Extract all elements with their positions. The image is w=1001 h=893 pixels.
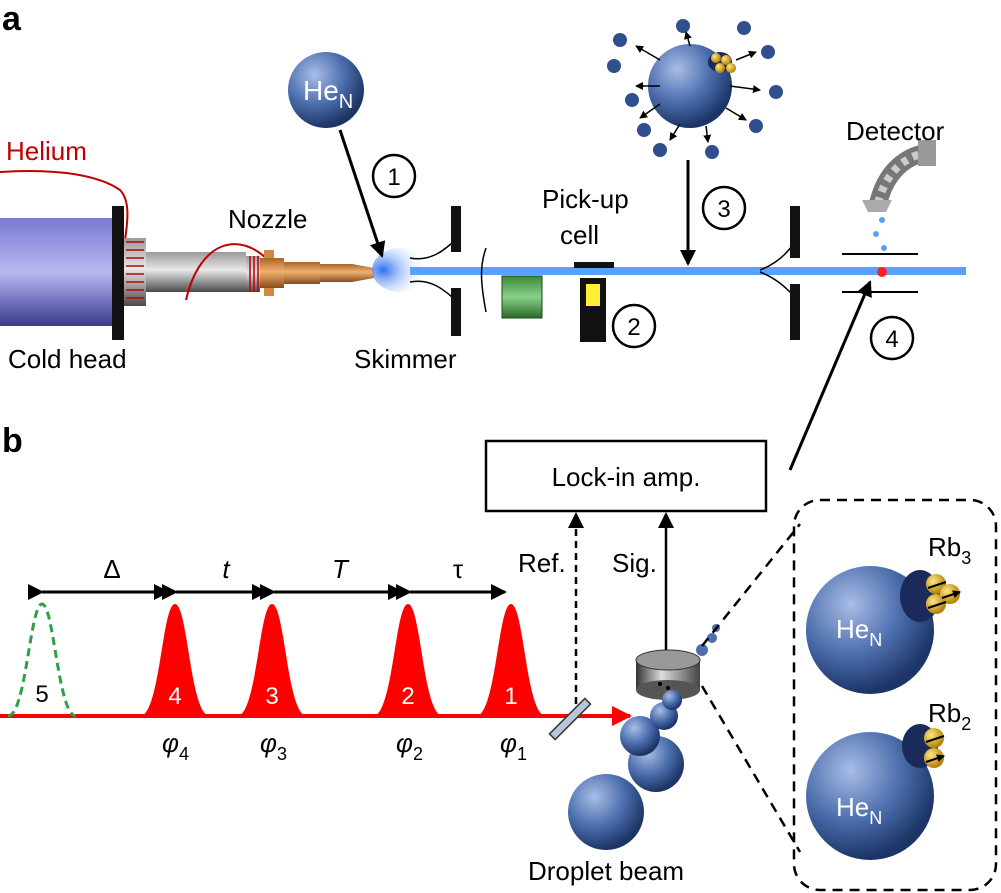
inset-leader-top (701, 523, 801, 647)
pulse-1-label: 1 (504, 683, 517, 710)
pulse-4-label: 4 (168, 683, 181, 710)
skimmer (409, 206, 461, 336)
droplet-beam-line (410, 267, 966, 275)
rb2-base: Rb (928, 698, 961, 728)
detector-cylinder (635, 649, 701, 700)
inset-leader-bottom (700, 685, 802, 853)
droplet-evaporation (648, 44, 736, 128)
pulse-5-label: 5 (35, 681, 48, 708)
cold-head (0, 206, 271, 340)
droplet-beam-label: Droplet beam (528, 856, 684, 886)
lockin-label: Lock-in amp. (552, 462, 701, 492)
helium-label: Helium (6, 136, 87, 166)
droplet-hen-top: HeN (288, 52, 364, 128)
inset-hen-1-base: He (836, 614, 869, 644)
second-aperture (759, 206, 800, 340)
step-1-circle (371, 153, 417, 199)
inset-droplet-rb3 (806, 566, 960, 694)
delay-tau: τ (453, 554, 464, 584)
inset-droplet-rb2 (806, 724, 944, 860)
delay-delta: Δ (103, 554, 120, 584)
detector (842, 140, 936, 293)
pickup-cell-label-2: cell (560, 220, 599, 250)
detector-label: Detector (846, 116, 945, 146)
beam-splitter (548, 697, 592, 741)
evaporating-atoms (607, 19, 783, 159)
step-2-circle (611, 303, 657, 349)
phase-2: φ2 (396, 728, 423, 764)
panel-label-a: a (2, 0, 22, 38)
step-3-label: 3 (717, 196, 730, 223)
svg-text:HeN: HeN (836, 614, 882, 650)
pickup-cell-label-1: Pick-up (542, 184, 629, 214)
lockin-box (484, 439, 768, 513)
droplet-top-base: He (303, 75, 339, 106)
svg-text:HeN: HeN (836, 792, 882, 828)
step-1-label: 1 (387, 164, 400, 191)
phase-1: φ1 (500, 728, 527, 764)
panel-label-b: b (2, 422, 23, 460)
arrow-step-1 (338, 129, 386, 258)
inset-hen-1-sub: N (869, 630, 882, 650)
svg-text:HeN: HeN (303, 75, 353, 113)
rb3-base: Rb (928, 532, 961, 562)
ref-label: Ref. (518, 548, 566, 578)
rb3-sub: 3 (961, 548, 971, 568)
evaporation-arrows (635, 31, 761, 143)
chopper-blade (480, 247, 487, 313)
chopper-motor (501, 275, 543, 319)
sig-label: Sig. (612, 548, 657, 578)
rb2-sub: 2 (961, 714, 971, 734)
inset-hen-2-sub: N (869, 808, 882, 828)
delay-T: T (332, 554, 350, 584)
cold-head-label: Cold head (8, 344, 127, 374)
svg-text:Rb2: Rb2 (928, 698, 971, 734)
phase-4: φ4 (162, 728, 189, 764)
inset-box (792, 498, 998, 892)
droplet-beam (568, 690, 684, 850)
pulse-1 (476, 604, 546, 716)
nozzle-label: Nozzle (228, 204, 307, 234)
step-4-circle (869, 315, 915, 361)
inset-hen-2-base: He (836, 792, 869, 822)
droplet-top-sub: N (339, 91, 353, 113)
helium-line (0, 169, 129, 241)
pickup-cell (574, 262, 614, 342)
phase-3: φ3 (260, 728, 287, 764)
svg-text:Rb3: Rb3 (928, 532, 971, 568)
step-4-label: 4 (885, 326, 898, 353)
arrow-step-4 (788, 280, 872, 471)
pulse-4 (140, 604, 210, 716)
pulse-2-label: 2 (401, 683, 414, 710)
step-2-label: 2 (627, 314, 640, 341)
nozzle (260, 250, 374, 296)
pulse-2 (373, 604, 443, 716)
pulse-5 (7, 602, 77, 718)
pulse-3-label: 3 (265, 683, 278, 710)
skimmer-label: Skimmer (354, 344, 457, 374)
delay-t: t (222, 554, 231, 584)
pulse-3 (237, 604, 307, 716)
step-3-circle (701, 185, 747, 231)
